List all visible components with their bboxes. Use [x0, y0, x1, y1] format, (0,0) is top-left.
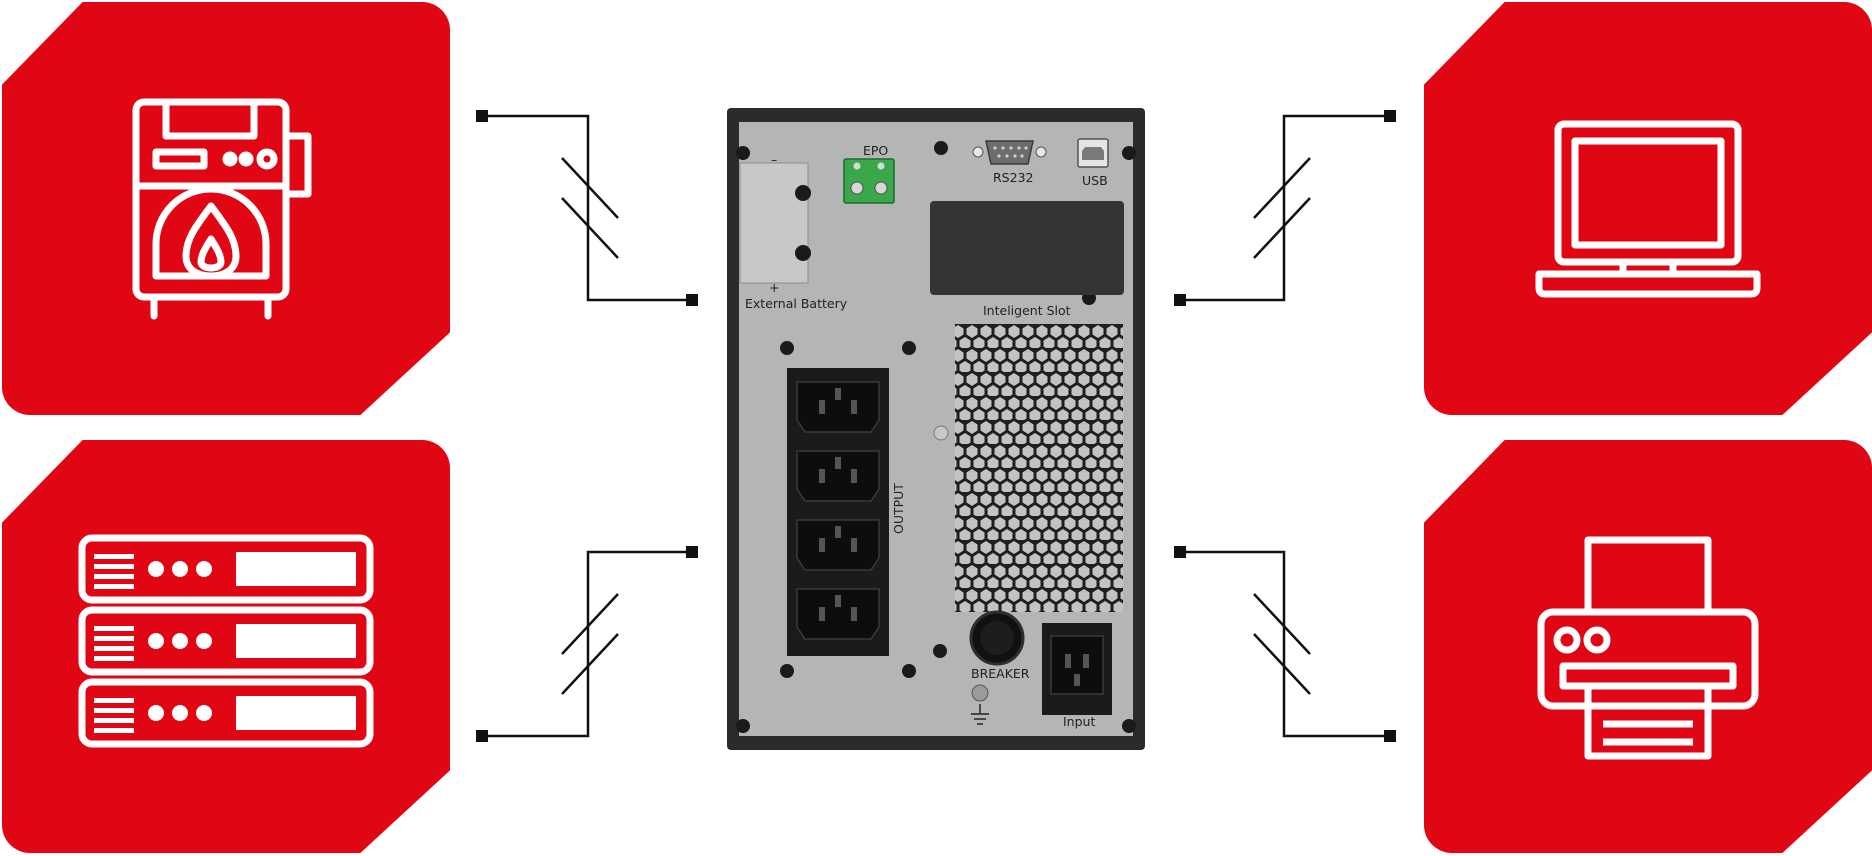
usb-label: USB	[1082, 173, 1108, 188]
connector-printer	[1174, 546, 1396, 742]
battery-terminal-plus	[795, 245, 811, 261]
screw	[1122, 719, 1136, 733]
terminal-dot	[1384, 110, 1396, 122]
terminal-dot	[1174, 546, 1186, 558]
epo-label: EPO	[863, 143, 888, 158]
battery-terminal-minus	[795, 185, 811, 201]
ground-symbol	[971, 684, 989, 725]
screw	[902, 664, 916, 678]
epo-connector[interactable]	[843, 158, 895, 204]
laptop-icon	[1535, 120, 1761, 297]
screw	[933, 644, 947, 658]
printer-icon	[1537, 536, 1759, 759]
ventilation-grille	[955, 324, 1123, 612]
external-battery-label: External Battery	[745, 296, 848, 311]
screw	[736, 719, 750, 733]
screw	[902, 341, 916, 355]
rs232-label: RS232	[993, 170, 1033, 185]
terminal-dot	[476, 730, 488, 742]
laptop-tile	[1424, 2, 1872, 415]
battery-plate	[739, 162, 809, 284]
terminal-dot	[476, 110, 488, 122]
connector-server	[476, 546, 698, 742]
usb-port[interactable]	[1077, 138, 1109, 168]
boiler-tile	[2, 2, 450, 415]
panel-screw	[933, 425, 949, 441]
battery-plus-label: +	[769, 280, 779, 295]
terminal-dot	[1384, 730, 1396, 742]
terminal-dot	[686, 546, 698, 558]
input-socket[interactable]	[1050, 635, 1104, 695]
server-tile	[2, 440, 450, 853]
connector-laptop	[1174, 110, 1396, 306]
screw	[934, 141, 948, 155]
server-rack-icon	[78, 534, 374, 747]
connector-boiler	[476, 110, 698, 306]
terminal-dot	[1174, 294, 1186, 306]
screw	[780, 341, 794, 355]
terminal-dot	[686, 294, 698, 306]
boiler-icon	[132, 98, 312, 319]
rs232-port[interactable]	[972, 140, 1047, 165]
output-sockets[interactable]	[796, 381, 880, 640]
breaker-label: BREAKER	[971, 666, 1030, 681]
intelligent-slot[interactable]	[930, 201, 1124, 295]
printer-tile	[1424, 440, 1872, 853]
ups-rear-panel: – + External Battery EPO RS232 USB Intel…	[727, 108, 1145, 750]
battery-minus-label: –	[771, 152, 777, 167]
intelligent-slot-label: Inteligent Slot	[983, 303, 1071, 318]
screw	[736, 146, 750, 160]
screw	[780, 664, 794, 678]
input-label: Input	[1063, 714, 1095, 729]
screw	[1122, 146, 1136, 160]
output-label: OUTPUT	[891, 483, 906, 534]
